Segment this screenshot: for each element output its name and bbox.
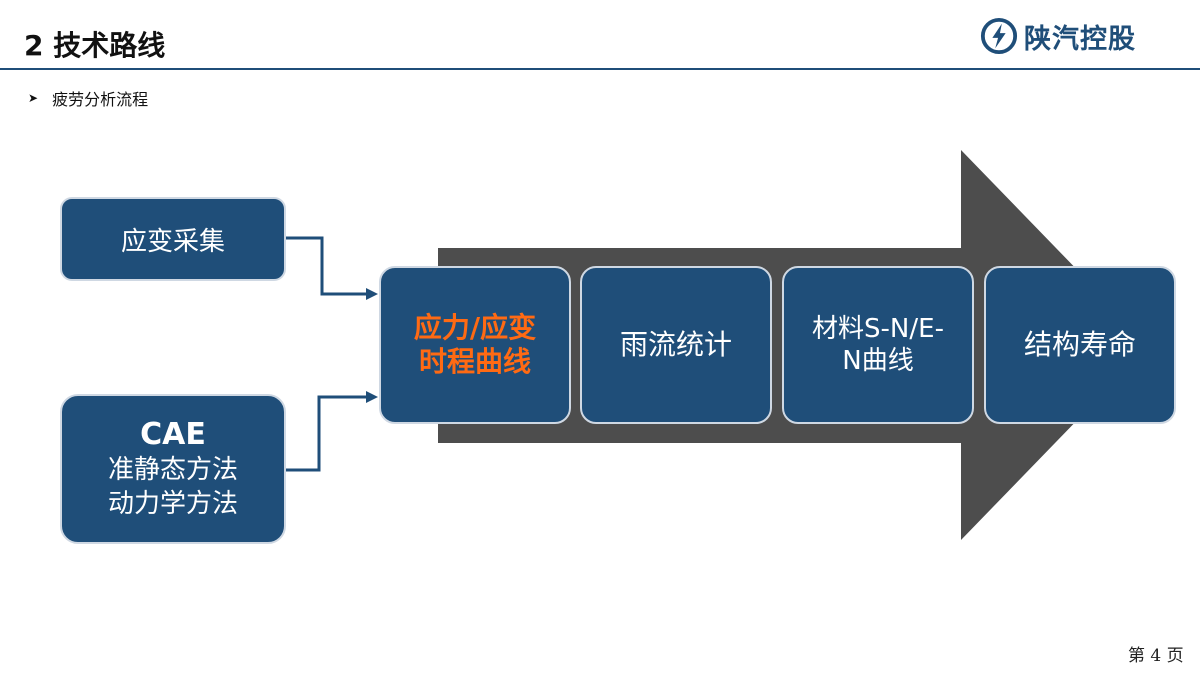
step-material-sn-en-curve: 材料S-N/E- N曲线 bbox=[782, 266, 974, 424]
brand-logo: 陕汽控股 bbox=[980, 16, 1136, 56]
logo-text: 陕汽控股 bbox=[1024, 23, 1136, 55]
step-label-line1: 结构寿命 bbox=[1023, 328, 1136, 361]
step-structural-life: 结构寿命 bbox=[984, 266, 1176, 424]
connector-arrowhead-icon bbox=[366, 391, 378, 403]
subtitle-text: 疲劳分析流程 bbox=[52, 90, 149, 109]
cae-box: CAE 准静态方法 动力学方法 bbox=[60, 394, 286, 544]
step-rainflow-counting: 雨流统计 bbox=[580, 266, 772, 424]
connector-cae-to-step1 bbox=[286, 395, 368, 472]
cae-title: CAE bbox=[140, 417, 206, 452]
subtitle: ➤ 疲劳分析流程 bbox=[28, 86, 148, 110]
step-label-line1: 雨流统计 bbox=[619, 328, 732, 361]
header-divider bbox=[0, 68, 1200, 70]
step-stress-strain-history: 应力/应变 时程曲线 bbox=[379, 266, 571, 424]
lightning-logo-icon bbox=[980, 17, 1018, 55]
step-label-line2: 时程曲线 bbox=[418, 345, 531, 378]
cae-method-quasi-static: 准静态方法 bbox=[107, 455, 238, 485]
step-label-line2: N曲线 bbox=[842, 346, 914, 376]
page-number: 第 4 页 bbox=[1128, 646, 1184, 666]
page-title: 2 技术路线 bbox=[24, 29, 166, 62]
strain-collection-box: 应变采集 bbox=[60, 197, 286, 281]
cae-method-dynamic: 动力学方法 bbox=[107, 489, 238, 519]
connector-strain-to-step1 bbox=[286, 236, 368, 296]
connector-arrowhead-icon bbox=[366, 288, 378, 300]
arrowhead-bullet-icon: ➤ bbox=[28, 91, 39, 105]
strain-collection-label: 应变采集 bbox=[120, 226, 225, 257]
step-label-line1: 材料S-N/E- bbox=[812, 314, 944, 344]
step-label-line1: 应力/应变 bbox=[413, 311, 537, 344]
